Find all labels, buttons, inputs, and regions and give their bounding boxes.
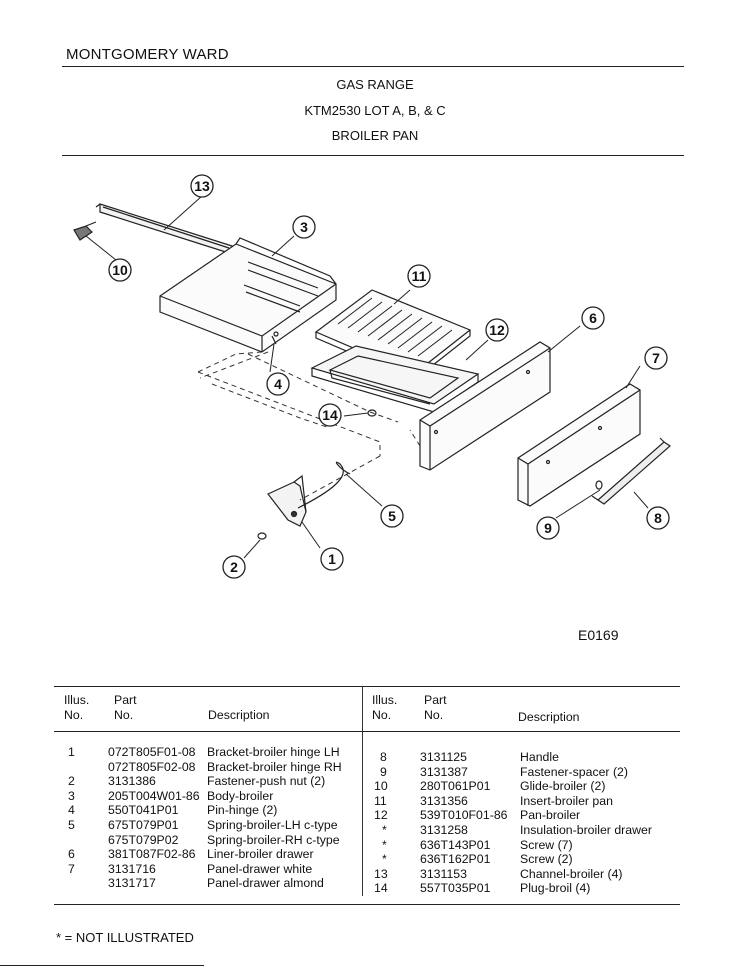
exploded-parts-diagram: 13 10 3 11 12 6 7 4 14 5 1 2 9 8: [73, 174, 671, 579]
right-header-description: Description: [518, 710, 580, 724]
part-panel-drawer: [517, 383, 641, 507]
footnote-not-illustrated: * = NOT ILLUSTRATED: [56, 930, 194, 945]
part-handle: [591, 437, 671, 505]
svg-text:6: 6: [589, 310, 597, 326]
part-fastener-push-nut: [257, 532, 267, 540]
assembly-guide-lines: [197, 351, 421, 501]
part-bracket-broiler-hinge: [267, 474, 307, 527]
part-fastener-spacer: [595, 480, 603, 490]
table-bottom-rule: [54, 904, 680, 905]
diagram-code: E0169: [578, 627, 619, 643]
bottom-edge-rule: [0, 965, 204, 966]
part-channel-broiler: [95, 203, 233, 255]
callout-numbers: 13 10 3 11 12 6 7 4 14 5 1 2 9 8: [108, 174, 670, 579]
right-header-illus-no: Illus.No.: [372, 693, 398, 722]
svg-text:13: 13: [194, 178, 210, 194]
title-line-3: BROILER PAN: [331, 128, 419, 143]
callout-13: 13: [190, 174, 214, 198]
part-spring-broiler: [297, 461, 351, 509]
title-rule: [62, 155, 684, 156]
svg-text:11: 11: [412, 268, 427, 284]
svg-text:10: 10: [112, 262, 128, 278]
part-glide-broiler: [73, 221, 97, 241]
callout-4: 4: [266, 372, 290, 396]
callout-leaders: [85, 195, 649, 559]
callout-5: 5: [380, 504, 404, 528]
table-top-rule: [54, 686, 680, 687]
title-line-2: KTM2530 LOT A, B, & C: [304, 103, 446, 118]
svg-text:1: 1: [328, 551, 336, 567]
part-liner-broiler-drawer: [419, 341, 551, 471]
left-header-illus-no: Illus.No.: [64, 693, 90, 722]
svg-text:7: 7: [652, 350, 660, 366]
svg-text:4: 4: [274, 376, 282, 392]
svg-text:8: 8: [654, 510, 662, 526]
callout-9: 9: [536, 516, 560, 540]
left-header-description: Description: [208, 708, 270, 722]
svg-text:5: 5: [388, 508, 396, 524]
table-header-rule: [54, 731, 680, 732]
callout-7: 7: [644, 346, 668, 370]
part-insert-broiler-pan: [314, 289, 472, 381]
part-pin-hinge: [271, 335, 277, 345]
svg-text:3: 3: [300, 219, 308, 235]
callout-2: 2: [222, 555, 246, 579]
callout-10: 10: [108, 258, 132, 282]
svg-text:2: 2: [230, 559, 238, 575]
callout-11: 11: [407, 264, 431, 288]
callout-8: 8: [646, 506, 670, 530]
title-line-1: GAS RANGE: [336, 77, 414, 92]
callout-1: 1: [320, 547, 344, 571]
callout-3: 3: [292, 215, 316, 239]
callout-12: 12: [485, 318, 509, 342]
table-column-divider: [362, 686, 363, 896]
svg-text:12: 12: [489, 322, 505, 338]
callout-14: 14: [318, 403, 342, 427]
svg-text:14: 14: [322, 407, 338, 423]
svg-text:9: 9: [544, 520, 552, 536]
callout-6: 6: [581, 306, 605, 330]
header-rule: [62, 66, 684, 67]
brand-name: MONTGOMERY WARD: [66, 46, 229, 63]
part-body-broiler: [159, 237, 337, 353]
